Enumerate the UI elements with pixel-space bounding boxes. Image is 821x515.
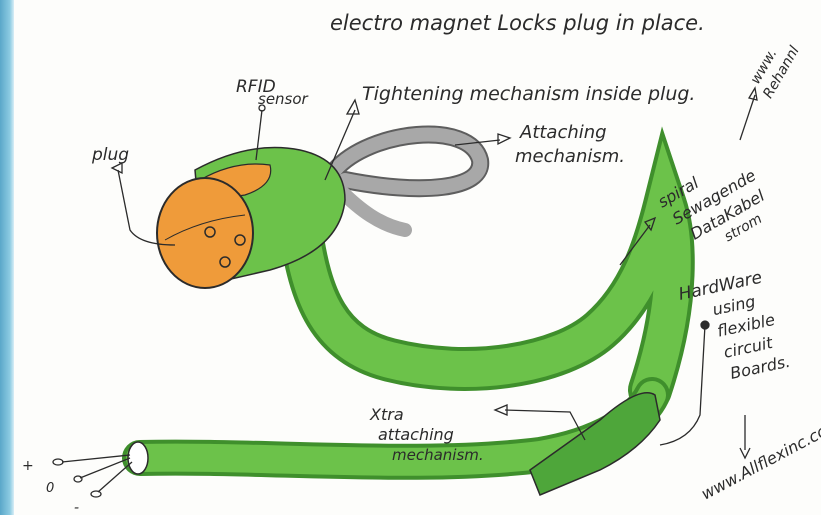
label-extra-line3: mechanism. bbox=[392, 446, 484, 464]
label-extra-line1: Xtra bbox=[369, 405, 404, 424]
attaching-strap bbox=[335, 135, 480, 230]
wire-mark-zero: 0 bbox=[46, 481, 54, 496]
label-attaching-line1: Attaching bbox=[519, 122, 607, 143]
label-hardware: HardWare using flexible circuit Boards. bbox=[677, 266, 792, 390]
label-tightening: Tightening mechanism inside plug. bbox=[362, 83, 695, 105]
label-url-bottom-text: www.Allflexinc.com bbox=[698, 414, 821, 504]
wire-ends bbox=[53, 455, 132, 497]
label-url-bottom: www.Allflexinc.com bbox=[698, 414, 821, 504]
wire-mark-plus: + bbox=[22, 458, 34, 474]
label-plug: plug bbox=[91, 145, 129, 165]
label-top-note: electro magnet Locks plug in place. bbox=[330, 11, 705, 35]
label-rfid-line2: sensor bbox=[258, 90, 309, 108]
label-attaching-line2: mechanism. bbox=[515, 146, 625, 167]
plug-face bbox=[157, 178, 253, 288]
wire-mark-minus: - bbox=[74, 500, 79, 515]
cable bbox=[300, 205, 673, 390]
label-extra-line2: attaching bbox=[378, 425, 454, 444]
